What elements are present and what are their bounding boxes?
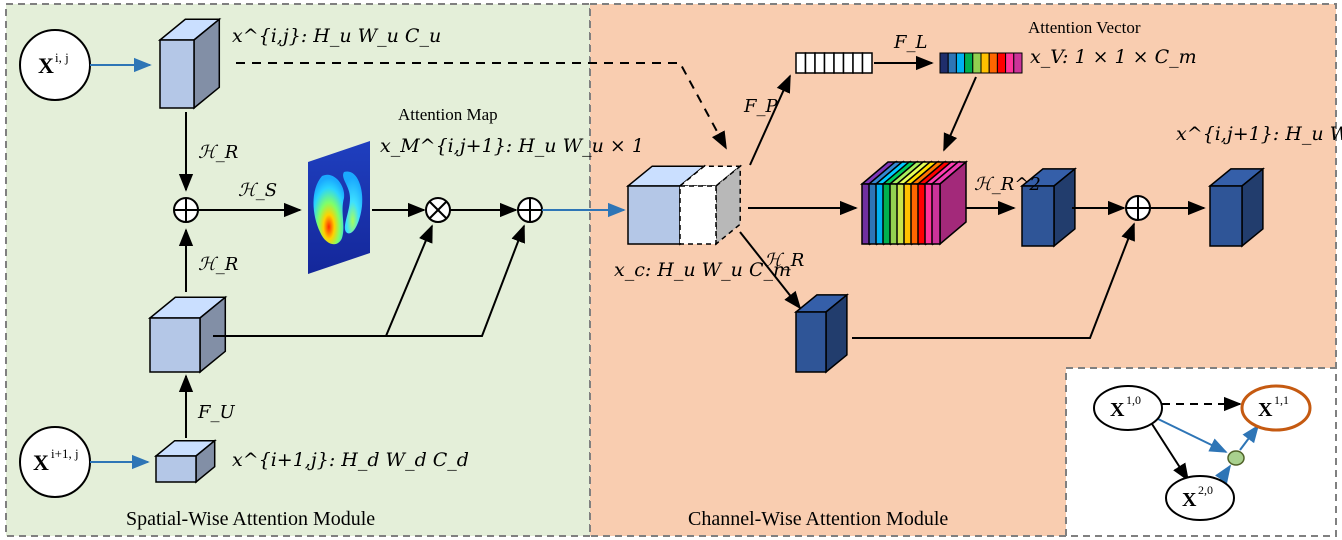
attention-vector-cell [996, 52, 1007, 74]
inset-node-b-label: X [1258, 399, 1273, 421]
bottom-feature-cube-front [155, 455, 197, 483]
pooled-vector [795, 52, 873, 74]
arrow-vector-to-reweight [943, 76, 977, 152]
middle-feature-cube-front [149, 317, 201, 373]
op-HR-branch-label: ℋ_R [764, 250, 804, 271]
inset-node-b [1240, 384, 1312, 432]
feature-cubes [147, 17, 1266, 484]
attention-vector [939, 52, 1023, 74]
multiply-op [425, 197, 451, 223]
input-node-bottom-sup: i+1, j [51, 446, 79, 461]
input-node-top-label: X [38, 53, 54, 78]
top-feature-cube [157, 17, 222, 110]
input-node-bottom: X i+1, j [19, 426, 91, 498]
inset-node-a-sup: 1,0 [1126, 393, 1141, 407]
concat-cube-right-front [679, 185, 717, 245]
concat-label: x_c: H_u W_u C_m [614, 259, 791, 281]
inset-edge-junction-b [1239, 424, 1260, 451]
op-HR2-label: ℋ_R^2 [974, 174, 1041, 195]
spatial-module-title: Spatial-Wise Attention Module [126, 508, 375, 530]
attention-vector-title: Attention Vector [1028, 18, 1141, 37]
pooled-vector-cell [814, 52, 826, 74]
concat-cube-left-front [627, 185, 681, 245]
arrow-mid-to-add [386, 224, 525, 337]
middle-feature-cube [147, 295, 228, 374]
input-node-bottom-label: X [33, 450, 49, 475]
branch-cube-front [795, 311, 827, 373]
op-FU-label: F_U [197, 402, 235, 423]
plus-op-2 [517, 197, 543, 223]
inset-node-c-label: X [1182, 489, 1197, 511]
branch-cube [793, 293, 850, 374]
input-node-top-sup: i, j [55, 50, 69, 65]
concat-cube-right [677, 164, 743, 246]
pooled-vector-cell [804, 52, 816, 74]
inset-node-b-sup: 1,1 [1274, 393, 1289, 407]
attention-map-image [308, 141, 370, 274]
op-HR-top-label: ℋ_R [198, 142, 238, 163]
HR2-output-cube-front [1021, 185, 1055, 247]
inset-graph: X 1,0 X 1,1 X 2,0 [1093, 384, 1312, 521]
arrow-HR-branch [739, 231, 802, 310]
pooled-vector-cell [861, 52, 873, 74]
attention-vector-cell [955, 52, 966, 74]
reweighted-slab-front [931, 183, 941, 245]
pooled-vector-cell [833, 52, 845, 74]
top-feature-cube-front [159, 39, 195, 109]
attention-vector-cell [1005, 52, 1015, 74]
op-FP-label: F_P [743, 96, 778, 117]
inset-node-c-sup: 2,0 [1198, 483, 1213, 497]
attention-vector-cell [947, 52, 957, 74]
bottom-feature-cube [153, 439, 217, 484]
inset-node-a [1093, 385, 1163, 431]
channel-module-title: Channel-Wise Attention Module [688, 508, 948, 530]
inset-node-a-label: X [1110, 399, 1125, 421]
attention-vector-cell [972, 52, 982, 74]
attention-vector-cell [964, 52, 974, 74]
attention-map-title: Attention Map [398, 105, 498, 124]
output-label: x^{i,j+1}: H_u W_u C_u [1176, 123, 1342, 145]
arrow-FP [749, 74, 791, 166]
inset-edge-down [1151, 423, 1189, 482]
top-feature-label: x^{i,j}: H_u W_u C_u [232, 25, 441, 47]
attention-vector-label: x_V: 1 × 1 × C_m [1030, 46, 1197, 68]
spatial-module-panel [5, 3, 591, 537]
inset-junction-node [1227, 450, 1245, 466]
input-node-top: X i, j [19, 29, 91, 101]
attention-vector-cell [988, 52, 998, 74]
op-HS-label: ℋ_S [238, 180, 277, 201]
reweighted-slab [929, 160, 969, 246]
reweighted-feature-cube [859, 160, 969, 246]
output-cube-front [1209, 185, 1243, 247]
plus-op-3 [1125, 195, 1151, 221]
pooled-vector-cell [842, 52, 854, 74]
dashed-skip-arrow [236, 62, 727, 150]
bottom-feature-label: x^{i+1,j}: H_d W_d C_d [232, 449, 469, 471]
attention-vector-cell [1013, 52, 1023, 74]
attention-vector-cell [939, 52, 949, 74]
pooled-vector-cell [795, 52, 807, 74]
inset-node-c [1165, 475, 1235, 521]
plus-op-1 [173, 197, 199, 223]
attention-vector-cell [980, 52, 990, 74]
op-FL-label: F_L [893, 32, 927, 53]
arrow-branch-to-add [852, 222, 1135, 339]
op-HR-mid-label: ℋ_R [198, 254, 238, 275]
pooled-vector-cell [823, 52, 835, 74]
inset-edge-a-junction [1155, 417, 1228, 453]
output-cube [1207, 167, 1266, 248]
HR2-output-cube [1019, 167, 1078, 248]
attention-map-label: x_M^{i,j+1}: H_u W_u × 1 [380, 135, 644, 157]
pooled-vector-cell [852, 52, 864, 74]
